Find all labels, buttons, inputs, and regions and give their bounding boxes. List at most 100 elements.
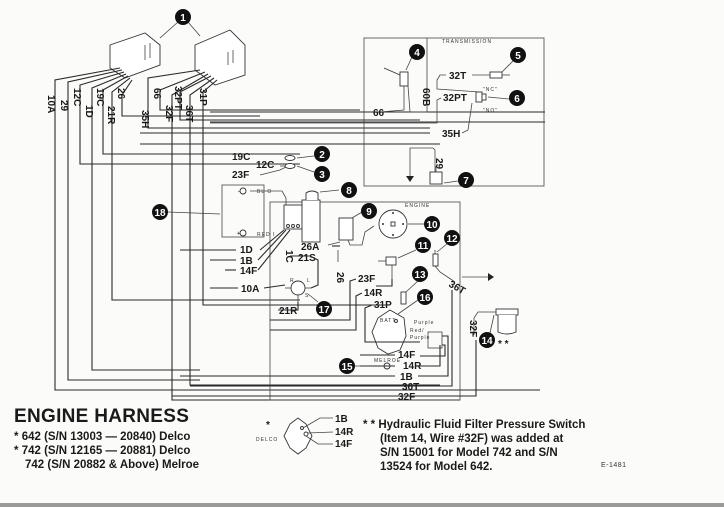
left-connector-labels: 10A 29 12C 1D 19C 21R 26 [45, 88, 126, 125]
svg-text:19C: 19C [94, 88, 105, 106]
variant-1: * 642 (S/N 13003 — 20840) Delco [14, 430, 190, 444]
callout-14: 14 * * [479, 314, 509, 350]
svg-text:2: 2 [319, 150, 325, 161]
svg-text:32PT: 32PT [172, 86, 183, 110]
wire-label-26: 26 [334, 272, 345, 284]
wire-label-14R: 14R [364, 288, 383, 299]
callout-16: 16 [397, 289, 433, 315]
svg-text:ENGINE: ENGINE [405, 203, 430, 209]
svg-text:"NO": "NO" [483, 108, 498, 114]
wire-label-32F-filter: 32F [467, 320, 478, 337]
component-5-sender [472, 71, 510, 79]
callout-5: 5 [501, 47, 526, 73]
callout-13: 13 [405, 266, 428, 293]
delco-alternator-inset: * DELCO 1B 14R 14F [256, 414, 354, 455]
component-13-switch [400, 291, 407, 305]
harness-connector-right [194, 29, 246, 86]
footnote-line-1: * * Hydraulic Fluid Filter Pressure Swit… [363, 419, 586, 431]
wire-label-1B: 1B [240, 256, 253, 267]
wire-label-29: 29 [433, 158, 444, 170]
variant-text: 742 (S/N 12165 — 20881) Delco [21, 445, 191, 457]
variant-mark: * [14, 431, 19, 443]
footnote: * * Hydraulic Fluid Filter Pressure Swit… [363, 418, 623, 474]
component-6-switch: "NC" "NO" [475, 87, 498, 114]
callout-1: 1 [159, 9, 201, 39]
svg-text:DELCO: DELCO [256, 437, 278, 443]
svg-text:S: S [305, 293, 309, 299]
svg-text:"NC": "NC" [483, 87, 498, 93]
wire-label-32F-bottom: 32F [398, 392, 415, 403]
wire-label-35H: 35H [442, 129, 460, 140]
svg-text:66: 66 [151, 88, 162, 100]
component-4-sensor [379, 38, 428, 113]
svg-text:3: 3 [319, 170, 325, 181]
callout-label: 1 [180, 13, 186, 24]
svg-text:13: 13 [414, 270, 426, 281]
splice-connectors-2-3 [259, 155, 296, 176]
wire-label-10A: 10A [241, 284, 259, 295]
svg-text:4: 4 [414, 48, 420, 59]
wire-label-36T: 36T [447, 279, 467, 297]
engine-harness-wires [172, 229, 477, 397]
component-17-starter: R L S [285, 278, 311, 302]
harness-connector-left [109, 32, 161, 79]
svg-text:* *: * * [498, 339, 509, 350]
wire-label-12C: 12C [256, 160, 274, 171]
component-11-sender [378, 256, 397, 279]
svg-text:16: 16 [419, 293, 431, 304]
callout-4: 4 [405, 44, 425, 71]
wire-label-14F-alt: 14F [398, 350, 415, 361]
component-7-switch [406, 147, 443, 185]
callout-17: 17 [307, 293, 332, 317]
svg-text:−: − [238, 189, 242, 195]
battery: − + BL O RED I [221, 184, 287, 238]
svg-text:TRANSMISSION: TRANSMISSION [442, 39, 492, 45]
svg-text:12: 12 [446, 234, 458, 245]
svg-text:1B: 1B [335, 414, 348, 425]
svg-text:Red/: Red/ [410, 328, 425, 334]
wire-label-66: 66 [373, 108, 385, 119]
svg-text:14F: 14F [335, 439, 352, 450]
wire-label-19C: 19C [232, 152, 250, 163]
variant-text: 642 (S/N 13003 — 20840) Delco [21, 431, 191, 443]
wire-label-32T: 32T [449, 71, 466, 82]
page-edge [0, 503, 724, 507]
arrow-off-engine [462, 273, 494, 281]
component-8-regulator [283, 190, 321, 243]
svg-text:+: + [237, 231, 241, 237]
svg-text:35H: 35H [139, 110, 150, 128]
diagram-title: ENGINE HARNESS [14, 406, 190, 427]
svg-text:14: 14 [481, 336, 493, 347]
right-connector-wires [147, 69, 460, 401]
wire-label-32PT: 32PT [443, 93, 467, 104]
variant-text: 742 (S/N 20882 & Above) Melroe [25, 459, 200, 471]
alternator-melroe: BATT Purple Red/ Purple MELROE [371, 309, 443, 364]
svg-text:10: 10 [426, 220, 438, 231]
svg-text:31P: 31P [197, 88, 208, 106]
callout-9: 9 [351, 203, 377, 219]
svg-text:Purple: Purple [410, 335, 430, 341]
wire-label-21S: 21S [298, 253, 316, 264]
svg-text:21R: 21R [105, 106, 116, 125]
svg-text:MELROE: MELROE [374, 358, 401, 364]
svg-text:32F: 32F [163, 105, 174, 122]
svg-text:14R: 14R [335, 427, 354, 438]
wire-label-23F-engine: 23F [358, 274, 375, 285]
wire-label-60B: 60B [420, 88, 431, 106]
component-12-spark-plug [432, 250, 456, 283]
right-connector-labels: 35H 66 32F 32PT 36T 31P [139, 86, 208, 128]
svg-text:15: 15 [341, 362, 353, 373]
svg-text:18: 18 [154, 208, 166, 219]
callout-12: 12 [436, 230, 460, 253]
component-14-filter-switch [473, 308, 519, 335]
svg-text:36T: 36T [183, 105, 194, 122]
callout-18: 18 [152, 204, 221, 220]
svg-text:8: 8 [346, 186, 352, 197]
svg-text:1D: 1D [83, 105, 94, 118]
wire-label-21R: 21R [279, 306, 298, 317]
wire-label-1B-alt: 1B [400, 372, 413, 383]
callout-11: 11 [397, 237, 431, 259]
svg-text:RED I: RED I [257, 232, 275, 238]
callout-8: 8 [319, 182, 357, 198]
wire-label-31P: 31P [374, 300, 392, 311]
